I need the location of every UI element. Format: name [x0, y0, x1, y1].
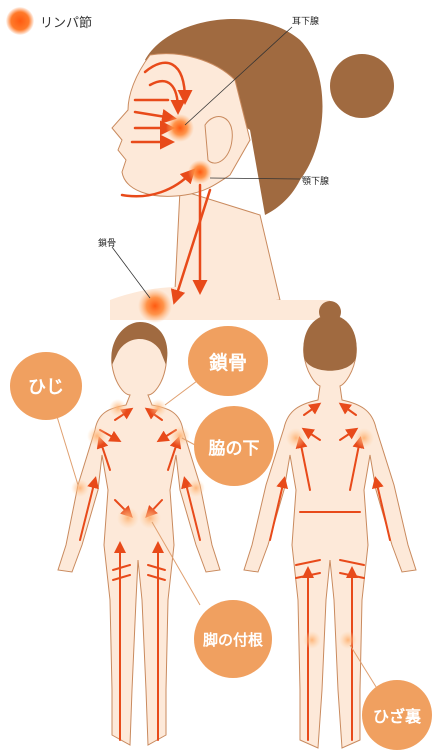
back-armpit-node-right — [354, 428, 374, 448]
legend-label: リンパ節 — [40, 12, 92, 31]
front-elbow-node-right — [187, 479, 205, 497]
groin-bubble: 脚の付根 — [194, 600, 272, 678]
back-knee-node-right — [339, 631, 357, 649]
parotid-label: 耳下腺 — [292, 14, 319, 27]
back-armpit-node-left — [286, 428, 306, 448]
front-clavicle-node-right — [149, 399, 167, 417]
front-armpit-node-left — [87, 426, 107, 446]
armpit-bubble: 脇の下 — [194, 406, 274, 486]
clavicle-bubble: 鎖骨 — [188, 326, 268, 396]
clavicle-label: 鎖骨 — [98, 236, 116, 249]
front-groin-node-left — [117, 507, 139, 529]
lymph-node-dot-icon — [6, 7, 34, 35]
parotid-node — [166, 114, 194, 142]
elbow-bubble: ひじ — [10, 352, 82, 420]
legend: リンパ節 — [6, 6, 92, 36]
back-knee-node-left — [303, 631, 321, 649]
clavicle-node — [138, 289, 172, 323]
front-elbow-node-left — [71, 479, 89, 497]
front-armpit-node-right — [170, 426, 190, 446]
submandibular-label: 顎下腺 — [302, 174, 329, 187]
knee-back-bubble: ひざ裏 — [362, 680, 432, 750]
front-body — [58, 322, 220, 745]
front-clavicle-node-left — [109, 399, 127, 417]
elbow-bubble-leader — [55, 410, 78, 485]
submandibular-node — [188, 160, 212, 184]
clavicle-leader — [112, 247, 150, 298]
front-groin-node-right — [139, 507, 161, 529]
